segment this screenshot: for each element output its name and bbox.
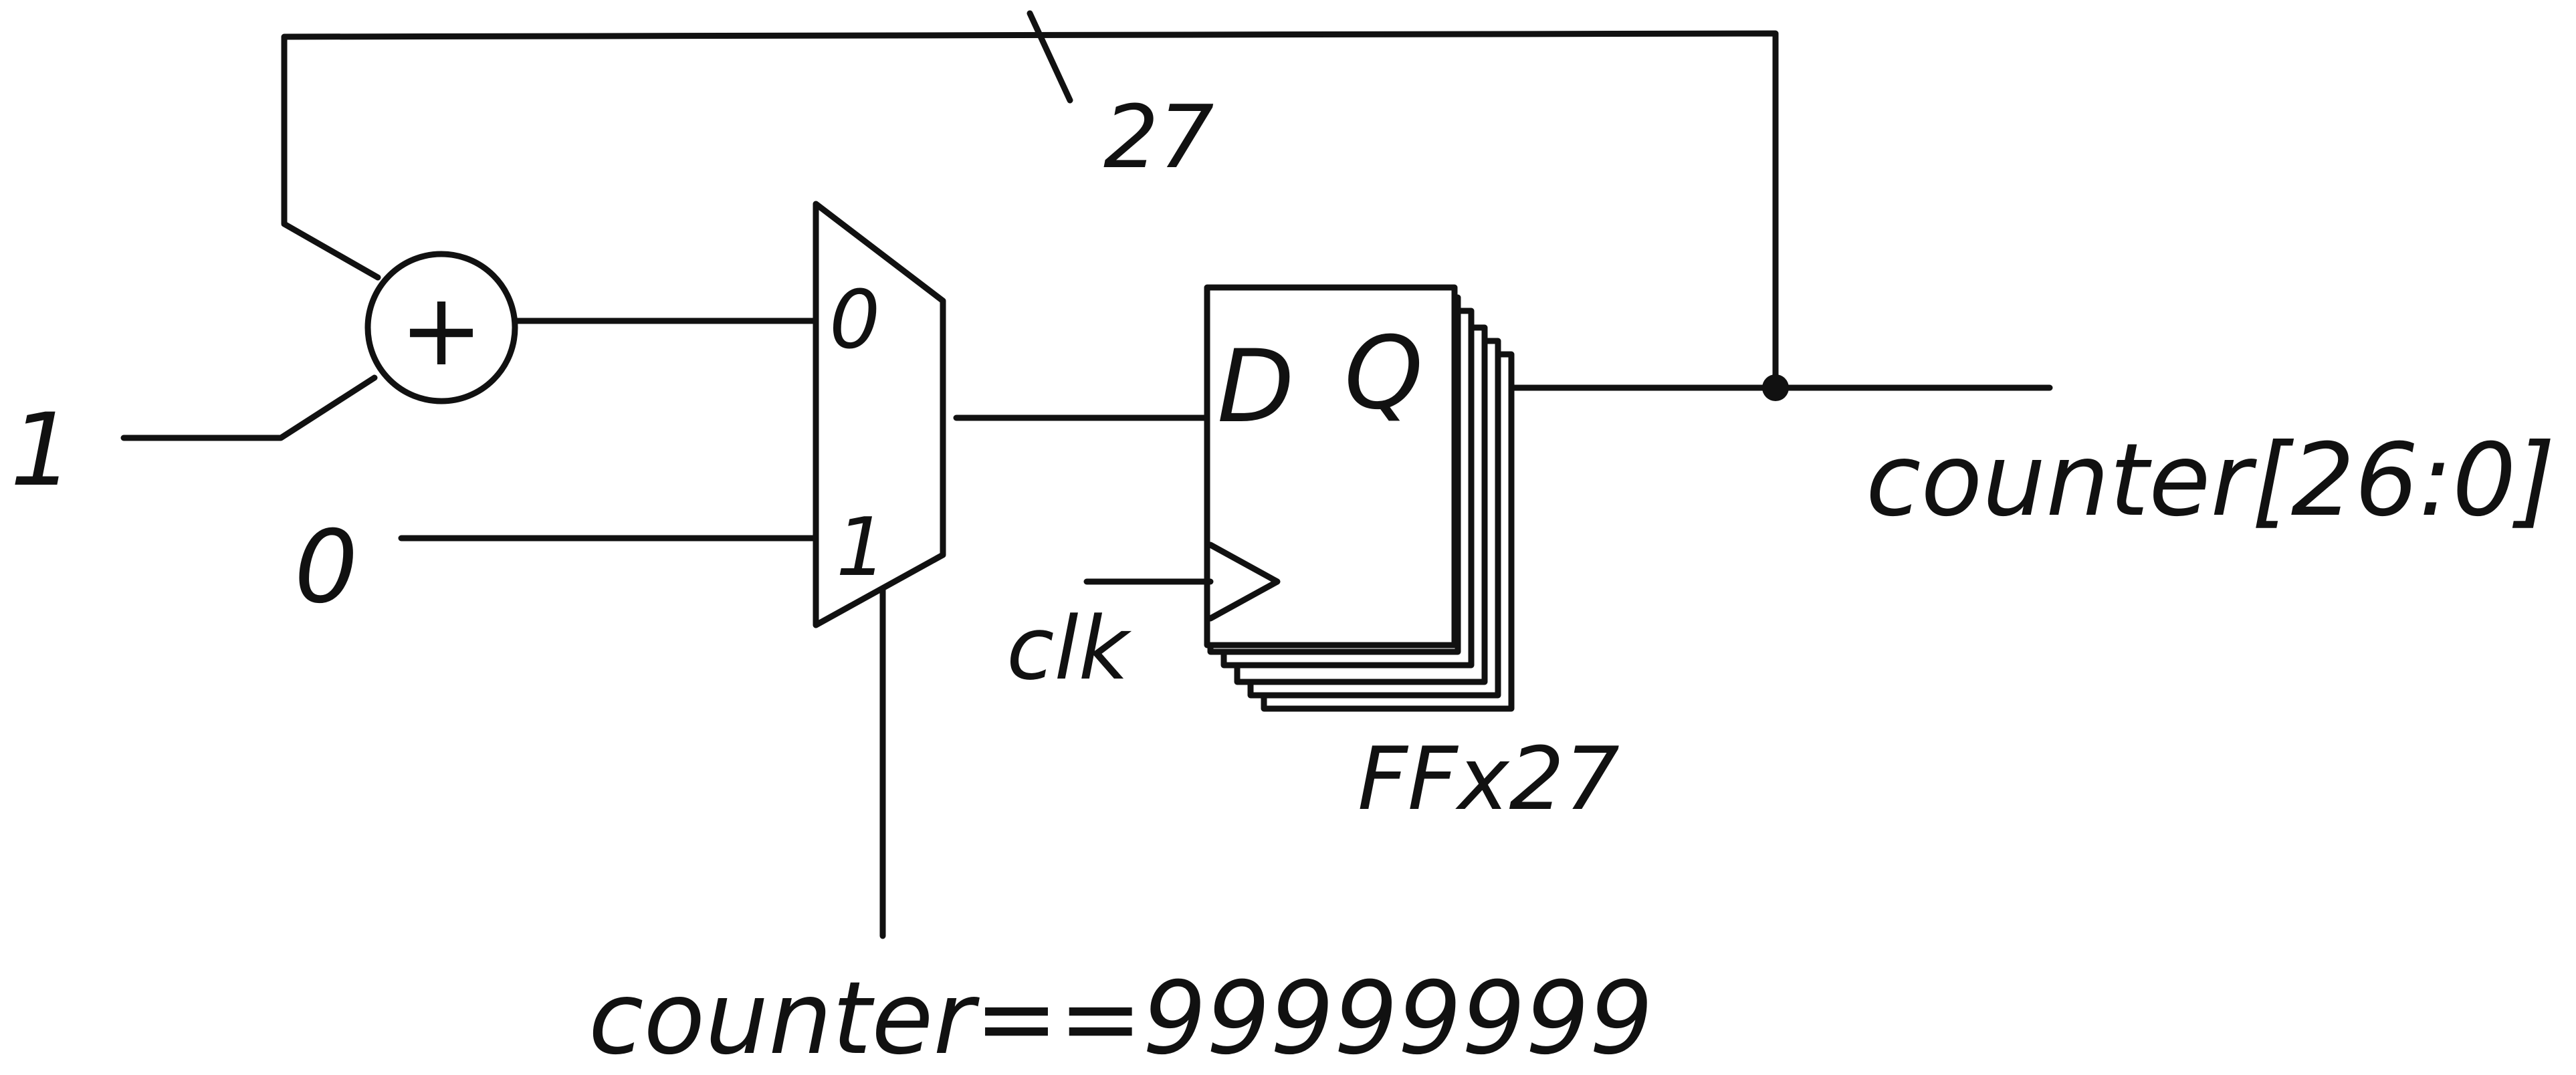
clock-label: clk — [1006, 598, 1132, 699]
multiplexer — [813, 201, 946, 628]
feedback-wire — [281, 30, 1779, 391]
adder-input-wire — [120, 374, 378, 441]
adder-symbol: + — [399, 272, 484, 388]
flip-flop-front — [1204, 284, 1458, 648]
mux-pin-0-label: 0 — [829, 274, 880, 367]
flip-flop-q-label: Q — [1344, 316, 1423, 432]
flip-flop-d-label: D — [1217, 329, 1295, 445]
flip-flop-count-label: FFx27 — [1358, 728, 1620, 830]
adder-input-one-label: 1 — [10, 392, 74, 509]
bus-width-slash — [1027, 10, 1073, 104]
mux-input-zero-label: 0 — [294, 509, 358, 626]
output-label: counter[26:0] — [1866, 423, 2555, 539]
clock-triangle — [1207, 542, 1281, 622]
adder — [364, 251, 518, 404]
mux-pin-1-label: 1 — [836, 501, 887, 594]
bus-width-label: 27 — [1103, 86, 1214, 188]
output-junction-dot — [1762, 374, 1789, 401]
mux-select-condition: counter==99999999 — [588, 961, 1653, 1075]
